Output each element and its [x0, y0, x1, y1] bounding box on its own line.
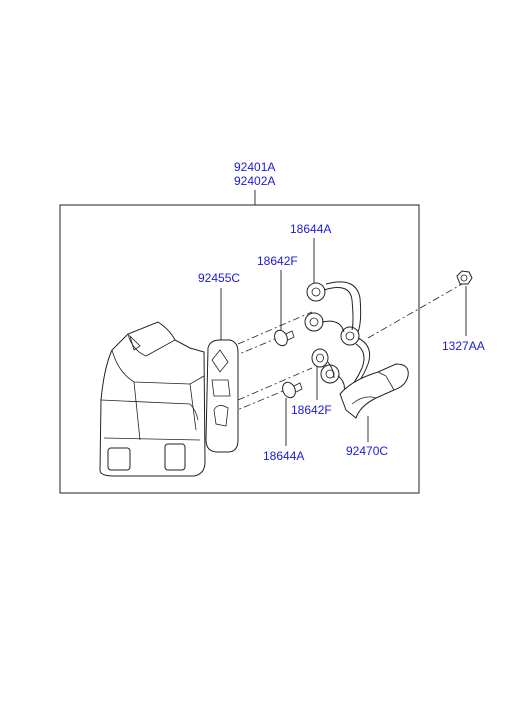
- socket-upper-mid[interactable]: [304, 312, 324, 332]
- assembly-guide-lines: [229, 283, 463, 414]
- bulb-upper[interactable]: [272, 328, 295, 348]
- socket-lower-left[interactable]: [311, 348, 329, 368]
- part-number-18642F-bottom[interactable]: 18642F: [291, 403, 332, 417]
- part-number-18642F-top[interactable]: 18642F: [257, 254, 298, 268]
- socket-bottom-callout[interactable]: 18644A: [263, 398, 304, 463]
- bulb-bottom-callout[interactable]: 18642F: [291, 366, 332, 417]
- socket-lower-right[interactable]: [320, 364, 340, 384]
- part-number-18644A-bottom[interactable]: 18644A: [263, 449, 304, 463]
- wiring-callout[interactable]: 92470C: [346, 416, 388, 458]
- part-number-92455C[interactable]: 92455C: [198, 271, 240, 285]
- gasket-callout[interactable]: 92455C: [198, 271, 240, 340]
- part-number-92470C[interactable]: 92470C: [346, 444, 388, 458]
- gasket-92455C[interactable]: [205, 339, 239, 453]
- nut-callout[interactable]: 1327AA: [442, 286, 485, 353]
- bulb-lower[interactable]: [280, 380, 303, 400]
- socket-top-callout[interactable]: 18644A: [290, 222, 331, 283]
- bulb-top-callout[interactable]: 18642F: [257, 254, 298, 330]
- housing-reflector-right: [164, 443, 186, 471]
- part-number-18644A-top[interactable]: 18644A: [290, 222, 331, 236]
- assembly-callout[interactable]: 92401A 92402A: [234, 160, 275, 205]
- nut-1327AA[interactable]: [456, 270, 473, 285]
- wiring-harness[interactable]: [321, 281, 409, 419]
- housing-reflector-left: [107, 447, 131, 471]
- socket-upper-right[interactable]: [340, 326, 360, 346]
- assembly-frame: [59, 204, 420, 494]
- tail-lamp-housing[interactable]: [99, 321, 206, 477]
- part-number-92401A[interactable]: 92401A: [234, 160, 275, 174]
- part-number-92402A[interactable]: 92402A: [234, 174, 275, 188]
- part-number-1327AA[interactable]: 1327AA: [442, 339, 485, 353]
- socket-upper-left[interactable]: [306, 282, 326, 302]
